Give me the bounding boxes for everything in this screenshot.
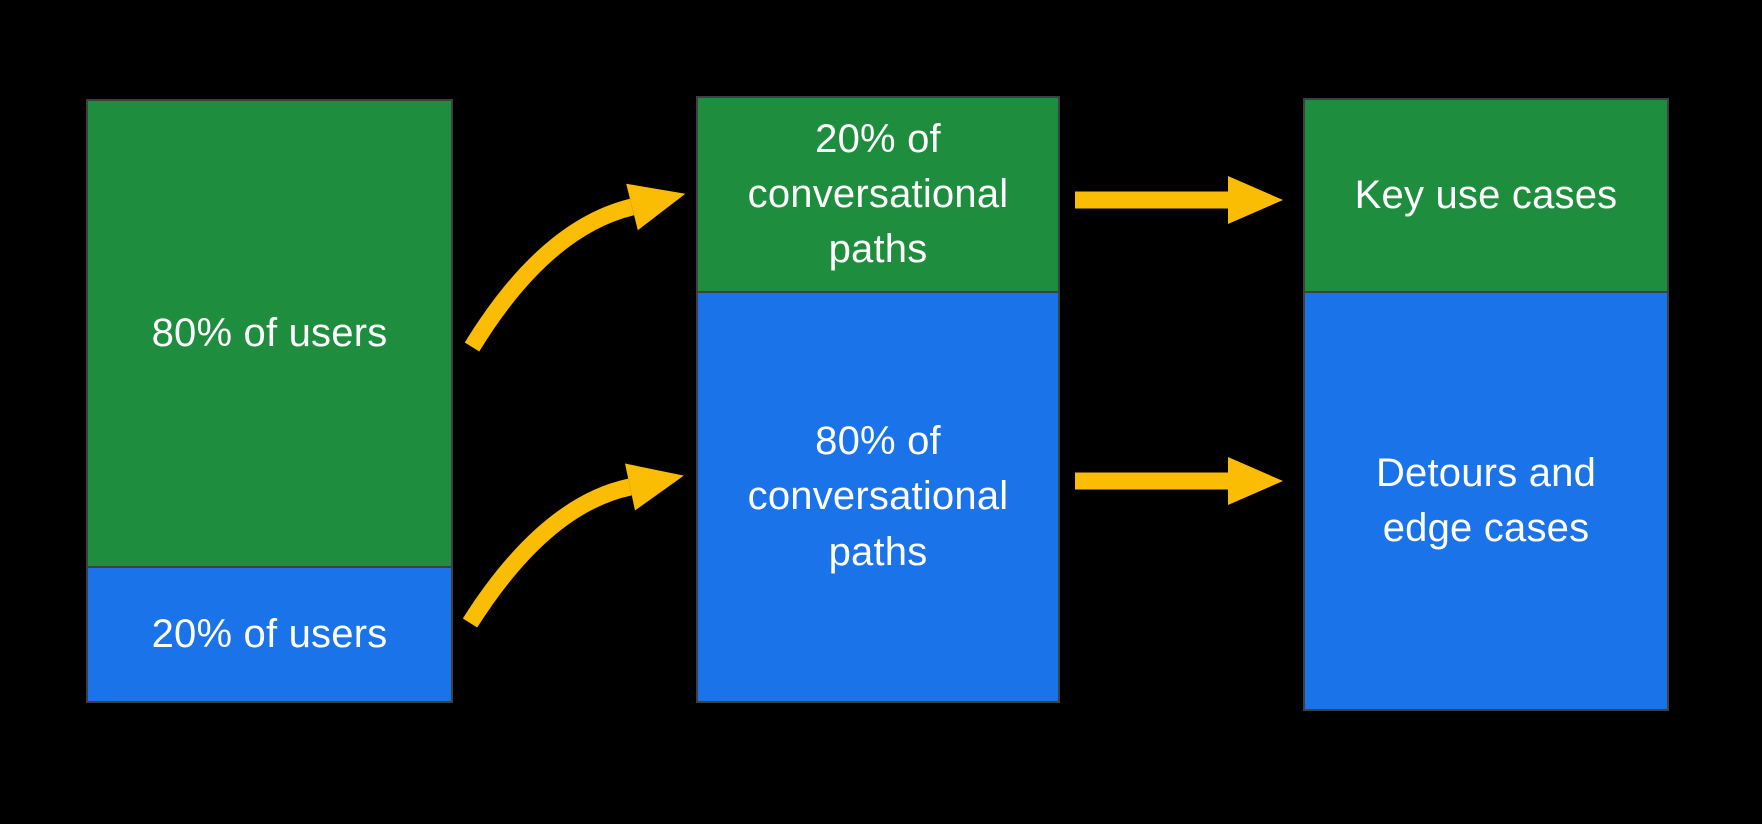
arrowhead-icon [1228,457,1283,505]
users-bar: 80% of users 20% of users [86,99,453,703]
curved-arrow-users80-to-paths20 [464,183,686,352]
users-20-label: 20% of users [151,611,388,656]
users-20-segment: 20% of users [88,568,451,701]
key-use-cases-segment: Key use cases [1305,100,1667,293]
arrowhead-icon [626,183,686,231]
straight-arrow-paths20-to-key-use-cases [1075,176,1283,224]
paths-80-label: 80% of conversational paths [747,419,1009,574]
use-cases-bar: Key use cases Detours and edge cases [1303,98,1669,711]
curved-arrow-users20-to-paths80 [462,463,684,628]
paths-80-segment: 80% of conversational paths [698,292,1058,701]
key-use-cases-label: Key use cases [1354,172,1618,217]
detours-edge-cases-segment: Detours and edge cases [1305,292,1667,709]
straight-arrow-paths80-to-detours [1075,457,1283,505]
users-80-label: 80% of users [151,310,388,355]
paths-20-label: 20% of conversational paths [747,116,1009,272]
arrowhead-icon [1228,176,1283,224]
users-80-segment: 80% of users [88,101,451,568]
conversational-paths-bar: 20% of conversational paths 80% of conve… [696,96,1060,703]
arrowhead-icon [625,463,684,511]
detours-edge-cases-label: Detours and edge cases [1375,450,1597,550]
paths-20-segment: 20% of conversational paths [698,98,1058,293]
